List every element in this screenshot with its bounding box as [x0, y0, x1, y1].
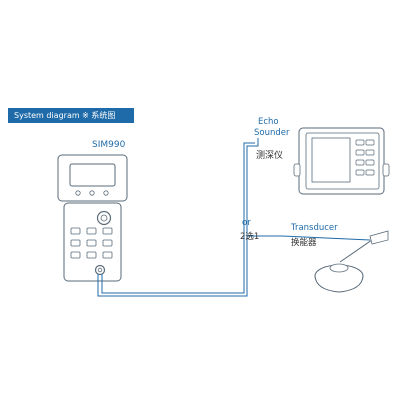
key — [70, 239, 81, 247]
key — [102, 251, 113, 259]
echo-sounder-label-cn: 测深仪 — [256, 151, 284, 161]
choice-label-cn: 2选1 — [240, 232, 260, 242]
transducer-dome — [314, 275, 364, 293]
key — [86, 251, 97, 259]
key — [86, 227, 97, 235]
device-connector-pin — [97, 267, 103, 273]
key — [70, 251, 81, 259]
head-button-1 — [75, 190, 81, 196]
device-screen — [69, 163, 116, 187]
device-keypad — [70, 227, 113, 259]
transducer-connector — [369, 230, 389, 245]
echo-sounder-label-line2: Sounder — [254, 128, 290, 138]
transducer-label: Transducer — [291, 223, 338, 233]
transducer-device — [314, 230, 389, 293]
echo-sounder-device — [293, 127, 390, 195]
transducer-label-cn: 换能器 — [291, 238, 317, 248]
key — [86, 239, 97, 247]
transducer-top — [329, 263, 349, 273]
choice-label: or — [242, 218, 251, 228]
echo-sounder-left-knob — [293, 163, 301, 177]
key — [102, 239, 113, 247]
echo-sounder-label-line1: Echo — [258, 117, 279, 127]
main-cable — [97, 138, 371, 297]
key — [102, 227, 113, 235]
echo-sounder-right-knob — [382, 163, 390, 177]
head-button-2 — [89, 190, 95, 196]
head-button-3 — [103, 190, 109, 196]
key — [70, 227, 81, 235]
device-name-label: SIM990 — [92, 140, 126, 150]
echo-sounder-screen — [311, 137, 351, 183]
echo-sounder-buttons — [355, 139, 375, 176]
sim990-device — [57, 154, 128, 282]
device-dial-center — [100, 214, 108, 222]
diagram-title: System diagram ※ 系统图 — [8, 108, 134, 123]
